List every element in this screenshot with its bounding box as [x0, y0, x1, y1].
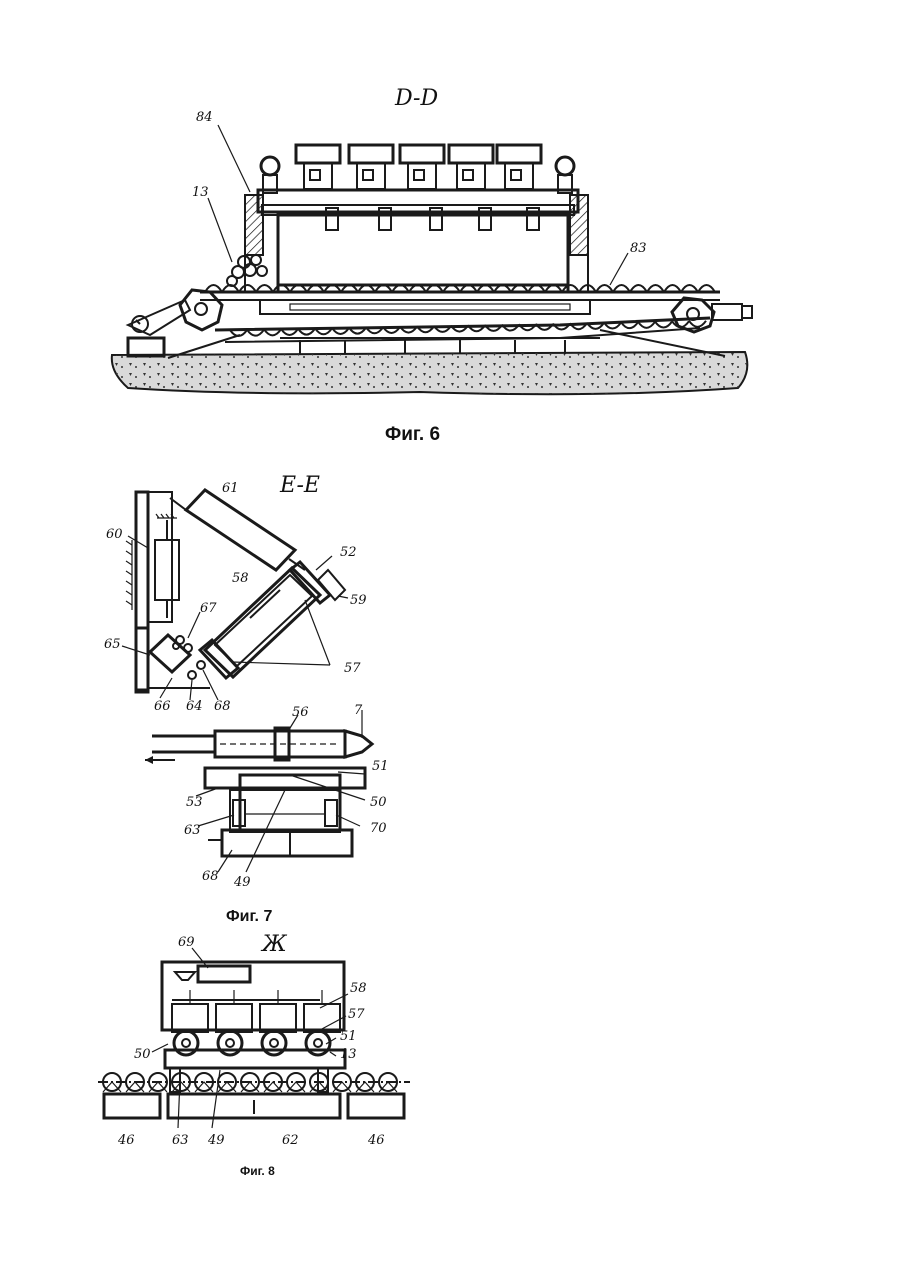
- label-83: 83: [630, 241, 647, 256]
- label-58: 58: [350, 981, 367, 996]
- label-13: 13: [340, 1047, 357, 1062]
- label-69: 69: [178, 935, 195, 950]
- carriage-wheel-right: [556, 157, 574, 193]
- block-65: [136, 628, 210, 690]
- label-66: 66: [154, 699, 171, 714]
- drill-head-top: [400, 145, 444, 163]
- drill-unit-hub: [182, 1039, 190, 1047]
- label-60: 60: [106, 527, 123, 542]
- label-58: 58: [232, 571, 249, 586]
- figure-6: D-D: [112, 86, 752, 394]
- drill-head-motor: [363, 170, 373, 180]
- drill-head-top: [349, 145, 393, 163]
- drill-head-motor: [310, 170, 320, 180]
- label-51: 51: [340, 1029, 357, 1044]
- column-60: [126, 492, 179, 692]
- label-59: 59: [350, 593, 367, 608]
- label-62: 62: [282, 1133, 299, 1148]
- workpiece-56: [145, 710, 372, 764]
- label-63: 63: [172, 1133, 189, 1148]
- workpiece-pile: [227, 255, 267, 286]
- drill-head-body: [505, 163, 533, 189]
- sprocket-right: [672, 298, 714, 332]
- figure-8: Ж: [98, 932, 410, 1148]
- section-label-zh: Ж: [260, 932, 288, 957]
- label-68b: 68: [202, 869, 219, 884]
- guide-rail: [260, 300, 590, 314]
- caption-fig8: Фиг. 8: [240, 1164, 275, 1178]
- label-67: 67: [200, 601, 217, 616]
- drill-head-body: [457, 163, 485, 189]
- label-65: 65: [104, 637, 121, 652]
- drill-head-top: [449, 145, 493, 163]
- drill-head-motor: [463, 170, 473, 180]
- label-61: 61: [222, 481, 239, 496]
- label-63: 63: [184, 823, 201, 838]
- cylinder-61: [170, 490, 305, 570]
- figure-7: E-E: [104, 473, 389, 890]
- label-57: 57: [348, 1007, 365, 1022]
- label-51: 51: [372, 759, 389, 774]
- drill-unit-box: [260, 1004, 296, 1032]
- carriage-frame: [245, 190, 588, 292]
- drill-unit-hub: [270, 1039, 278, 1047]
- bases: [104, 1094, 404, 1118]
- label-13: 13: [192, 185, 209, 200]
- drill-unit-box: [216, 1004, 252, 1032]
- label-50: 50: [370, 795, 387, 810]
- chain-link: [689, 321, 706, 327]
- drill-unit-hub: [314, 1039, 322, 1047]
- drill-head-body: [304, 163, 332, 189]
- drill-assembly-58: [200, 562, 345, 678]
- section-label-e-e: E-E: [279, 473, 320, 498]
- drill-head-top: [296, 145, 340, 163]
- drill-heads-row: [296, 145, 541, 230]
- drill-head-motor: [511, 170, 521, 180]
- label-64: 64: [186, 699, 203, 714]
- label-52: 52: [340, 545, 357, 560]
- drill-unit-hub: [226, 1039, 234, 1047]
- table-assembly: [205, 768, 365, 856]
- drill-head-body: [357, 163, 385, 189]
- label-53: 53: [186, 795, 203, 810]
- drill-head-motor: [414, 170, 424, 180]
- label-7: 7: [354, 703, 363, 718]
- section-label-d-d: D-D: [394, 86, 438, 111]
- sprocket-left: [180, 290, 222, 330]
- drill-unit-box: [172, 1004, 208, 1032]
- label-68: 68: [214, 699, 231, 714]
- label-70: 70: [370, 821, 387, 836]
- label-56: 56: [292, 705, 309, 720]
- chain-link: [655, 322, 672, 328]
- caption-fig6: Фиг. 6: [385, 424, 440, 446]
- label-57: 57: [344, 661, 361, 676]
- tensioner-right: [712, 304, 752, 320]
- caption-fig7: Фиг. 7: [226, 908, 272, 926]
- carriage-wheel-left: [261, 157, 279, 193]
- label-84: 84: [196, 110, 213, 125]
- label-46b: 46: [367, 1133, 385, 1148]
- drill-head-top: [497, 145, 541, 163]
- drill-head-body: [408, 163, 436, 189]
- conveyor-chain-upper: [200, 292, 720, 300]
- label-49: 49: [233, 875, 251, 890]
- label-49: 49: [207, 1133, 225, 1148]
- label-46a: 46: [117, 1133, 135, 1148]
- label-50: 50: [134, 1047, 151, 1062]
- drill-unit-box: [304, 1004, 340, 1032]
